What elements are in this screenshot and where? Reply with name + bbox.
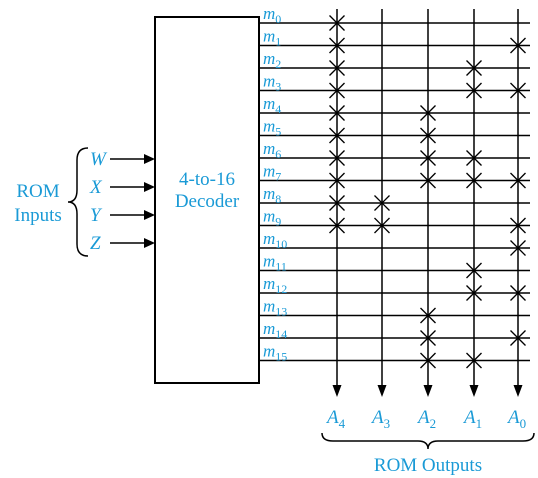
- crosspoint-a2-m5: [420, 127, 436, 144]
- crosspoint-a0-m3: [510, 82, 526, 99]
- input-arrowhead-y: [144, 210, 155, 220]
- minterm-label-13: m13: [263, 297, 287, 319]
- input-brace: [67, 147, 89, 257]
- output-columns: [332, 9, 523, 397]
- crosspoint-a4-m5: [329, 127, 345, 144]
- crosspoint-a0-m10: [510, 240, 526, 256]
- input-label-z: Z: [90, 233, 101, 254]
- rom-inputs-label-line2: Inputs: [14, 205, 62, 226]
- input-arrowhead-z: [144, 238, 155, 248]
- crosspoint-a4-m0: [329, 15, 345, 31]
- crosspoint-a3-m9: [374, 217, 390, 234]
- crosspoint-a1-m3: [466, 82, 482, 99]
- minterm-label-7: m7: [263, 162, 281, 184]
- rom-inputs-label-line1: ROM: [16, 181, 59, 202]
- crosspoint-a4-m1: [329, 37, 345, 54]
- output-label-a4: A4: [325, 407, 346, 431]
- crosspoint-a4-m3: [329, 82, 345, 99]
- crosspoint-a4-m6: [329, 150, 345, 166]
- output-label-a1: A1: [462, 407, 482, 431]
- minterm-label-5: m5: [263, 117, 281, 139]
- minterm-label-3: m3: [263, 72, 281, 94]
- input-label-y: Y: [90, 205, 103, 226]
- minterm-label-9: m9: [263, 207, 281, 229]
- output-label-a2: A2: [416, 407, 436, 431]
- crosspoint-a1-m11: [466, 262, 482, 279]
- crosspoint-a3-m8: [374, 195, 390, 211]
- crosspoint-a1-m2: [466, 60, 482, 76]
- output-arrowhead-2: [423, 385, 433, 397]
- crosspoints: [329, 15, 526, 369]
- minterm-label-10: m10: [263, 229, 287, 251]
- decoder-label-line2: Decoder: [175, 191, 240, 212]
- crosspoint-a4-m2: [329, 60, 345, 76]
- minterm-label-15: m15: [263, 342, 287, 364]
- crosspoint-a0-m1: [510, 37, 526, 54]
- input-arrowhead-x: [144, 182, 155, 192]
- crosspoint-a0-m12: [510, 285, 526, 301]
- crosspoint-a4-m8: [329, 195, 345, 211]
- crosspoint-a1-m15: [466, 352, 482, 369]
- minterm-label-0: m0: [263, 4, 281, 26]
- output-arrowhead-3: [469, 385, 479, 397]
- output-brace: [321, 432, 535, 450]
- crosspoint-a4-m9: [329, 217, 345, 234]
- output-arrowhead-4: [513, 385, 523, 397]
- output-label-a0: A0: [506, 407, 526, 431]
- minterm-label-2: m2: [263, 49, 281, 71]
- crosspoint-a2-m15: [420, 352, 436, 369]
- minterm-label-14: m14: [263, 319, 287, 341]
- crosspoint-a2-m14: [420, 330, 436, 346]
- crosspoint-a1-m12: [466, 285, 482, 301]
- output-label-a3: A3: [370, 407, 390, 431]
- crosspoint-a4-m4: [329, 105, 345, 121]
- decoder-box: [154, 16, 260, 384]
- input-label-w: W: [90, 149, 108, 170]
- output-arrowhead-1: [377, 385, 387, 397]
- crosspoint-a2-m7: [420, 172, 436, 189]
- crosspoint-a2-m13: [420, 307, 436, 324]
- crosspoint-a1-m6: [466, 150, 482, 166]
- decoder-label-line1: 4-to-16: [179, 169, 235, 190]
- minterm-label-11: m11: [263, 252, 287, 274]
- rom-outputs-label: ROM Outputs: [374, 455, 482, 476]
- minterm-label-6: m6: [263, 139, 281, 161]
- crosspoint-a0-m14: [510, 330, 526, 346]
- minterm-label-4: m4: [263, 94, 281, 116]
- output-labels: A4 A3 A2 A1 A0: [325, 407, 526, 431]
- input-label-x: X: [89, 177, 103, 198]
- crosspoint-a0-m7: [510, 172, 526, 189]
- crosspoint-a0-m9: [510, 217, 526, 234]
- minterm-label-8: m8: [263, 184, 281, 206]
- crosspoint-a2-m4: [420, 105, 436, 121]
- minterm-label-12: m12: [263, 274, 287, 296]
- output-arrowhead-0: [332, 385, 342, 397]
- crosspoint-a4-m7: [329, 172, 345, 189]
- crosspoint-a2-m6: [420, 150, 436, 166]
- input-signals: W X Y Z: [89, 149, 155, 254]
- crosspoint-a1-m7: [466, 172, 482, 189]
- minterm-label-1: m1: [263, 27, 281, 49]
- input-arrowhead-w: [144, 154, 155, 164]
